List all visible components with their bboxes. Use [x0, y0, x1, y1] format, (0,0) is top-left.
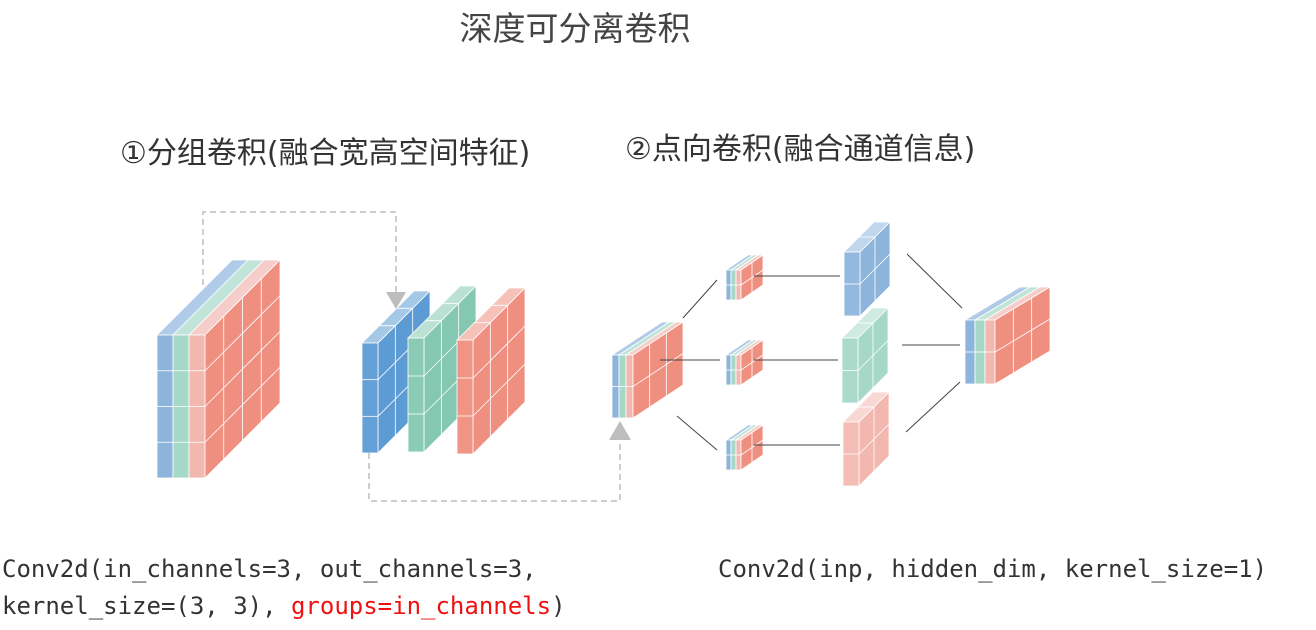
code1-line1: Conv2d(in_channels=3, out_channels=3,	[2, 555, 537, 583]
pointwise-output-blue	[843, 221, 891, 317]
code1-line2-suffix: )	[551, 592, 566, 620]
dashed-arrows	[202, 211, 631, 502]
code2-line: Conv2d(inp, hidden_dim, kernel_size=1)	[718, 555, 1268, 583]
code1-groups-highlight: groups=in_channels	[290, 592, 552, 620]
kernel-red	[456, 287, 526, 455]
code1-line2-prefix: kernel_size=(3, 3),	[2, 592, 291, 620]
pointwise-output-pink	[842, 391, 890, 487]
pointwise-kernel-1	[724, 254, 765, 301]
code1-line2: kernel_size=(3, 3), groups=in_channels)	[2, 592, 566, 620]
diagram-title: 深度可分离卷积	[459, 9, 691, 48]
input-tensor	[156, 259, 281, 479]
connector-lines	[660, 253, 963, 451]
final-output-tensor	[963, 286, 1052, 385]
pointwise-kernel-2	[724, 339, 765, 386]
grouped-output-tensor	[610, 321, 685, 419]
step2-pointwise-conv-label: ②点向卷积(融合通道信息)	[625, 132, 976, 167]
pointwise-kernel-3	[724, 424, 765, 471]
pointwise-output-green	[841, 307, 889, 404]
step1-grouped-conv-label: ①分组卷积(融合宽高空间特征)	[120, 136, 531, 171]
